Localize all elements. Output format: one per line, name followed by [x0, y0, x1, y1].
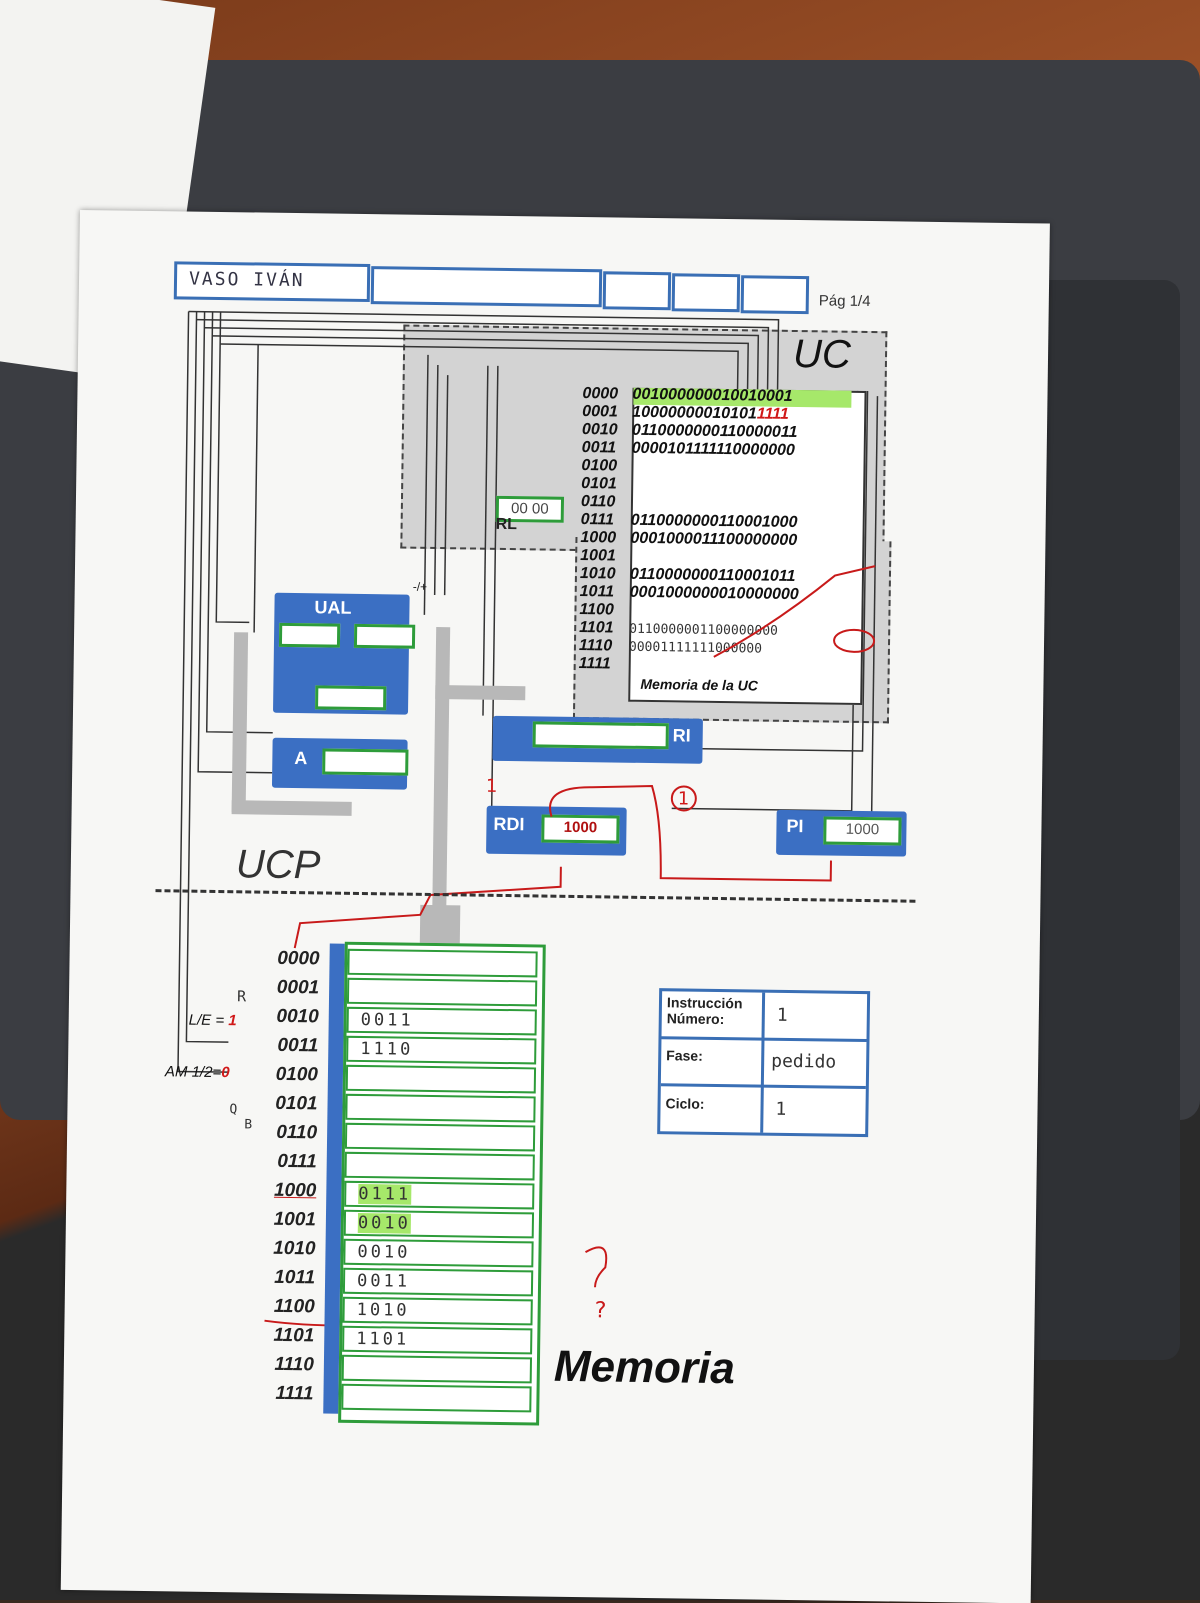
memory-row: 0111 [344, 1180, 535, 1210]
circled-annotation: 1 [678, 788, 690, 809]
memory-address: 1000 [273, 1179, 317, 1202]
control-lines [177, 310, 879, 1073]
note-q: Q [229, 1102, 238, 1118]
memory-row: 0010 [343, 1209, 535, 1239]
memory-addresses: 0000 0001 0010 0011 0100 0101 0110 0111 … [233, 947, 329, 1413]
memory-row [344, 1151, 535, 1181]
memory-address: 0101 [275, 1092, 318, 1115]
memory-address: 0011 [277, 1034, 319, 1057]
question-mark: ? [595, 1298, 607, 1323]
le-signal: L/E = 1 [188, 1011, 237, 1030]
memory-address: 1100 [273, 1295, 315, 1318]
memory-address: 1001 [273, 1208, 317, 1231]
memory-row [341, 1383, 532, 1413]
memory-row: 1101 [342, 1325, 533, 1355]
memory-address: 0000 [277, 947, 320, 970]
red-annotation: 1 [486, 776, 498, 797]
memory-address: 1101 [273, 1324, 315, 1347]
note-r: R [236, 987, 247, 1006]
memory-row: 0011 [346, 1006, 537, 1036]
memory-row [341, 1354, 533, 1384]
memory-title: Memoria [553, 1341, 736, 1394]
memory-address: 0100 [275, 1063, 319, 1086]
memory-row: 1010 [342, 1296, 533, 1326]
am-signal: AM 1/2=0 [164, 1063, 230, 1082]
memory-address: 0111 [277, 1150, 317, 1173]
memory-row [344, 1122, 536, 1152]
red-annotations: 1 1 ? [264, 565, 876, 1327]
memory-address: 1110 [274, 1353, 315, 1376]
memory-row: 1110 [346, 1035, 537, 1065]
memory-address: 1111 [275, 1382, 314, 1405]
memory-row [347, 948, 538, 978]
memory-row [345, 1064, 537, 1094]
ciclo-value: 1 [775, 1098, 787, 1120]
memory-address: 0010 [276, 1005, 319, 1028]
instr-value: 1 [776, 1004, 788, 1026]
ciclo-label: Ciclo: [665, 1095, 705, 1112]
memory-row [345, 1093, 536, 1123]
status-table: Instrucción Número: 1 Fase: pedido Ciclo… [657, 988, 871, 1138]
ucp-title: UCP [235, 842, 321, 888]
note-b: B [244, 1117, 253, 1133]
fase-value: pedido [771, 1050, 837, 1073]
instr-label: Instrucción Número: [666, 994, 743, 1028]
memory-row [346, 977, 538, 1007]
memory-address: 1011 [274, 1266, 316, 1289]
memory-rows: 0011 1110 0111 0010 0010 0011 1010 1101 [341, 948, 538, 1417]
memory-row: 0011 [342, 1267, 534, 1297]
memory-address: 1010 [273, 1237, 316, 1260]
memory-address: 0001 [276, 976, 320, 999]
worksheet-page: VASO IVÁN Pág 1/4 UC [60, 210, 1050, 1603]
memory-row: 0010 [343, 1238, 534, 1268]
fase-label: Fase: [666, 1047, 703, 1064]
